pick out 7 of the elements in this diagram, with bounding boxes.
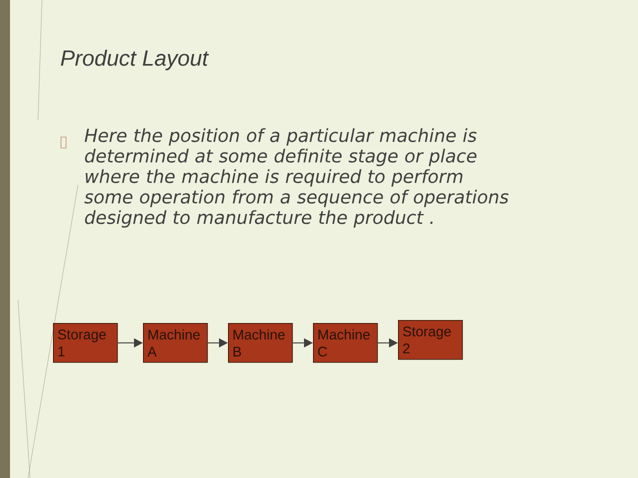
process-box: Storage 1	[53, 323, 118, 363]
title: Product Layout	[60, 50, 209, 70]
process-box: Machine A	[143, 323, 208, 363]
paragraph: Here the position of a particular machine is determined at some definite stage or place where the machine is required to perform some operation from a sequence of operations designed to manufacture the product .	[84, 128, 508, 228]
process-box: Machine B	[228, 323, 293, 363]
process-box: Machine C	[313, 323, 378, 363]
process-box: Storage 2	[398, 320, 463, 360]
